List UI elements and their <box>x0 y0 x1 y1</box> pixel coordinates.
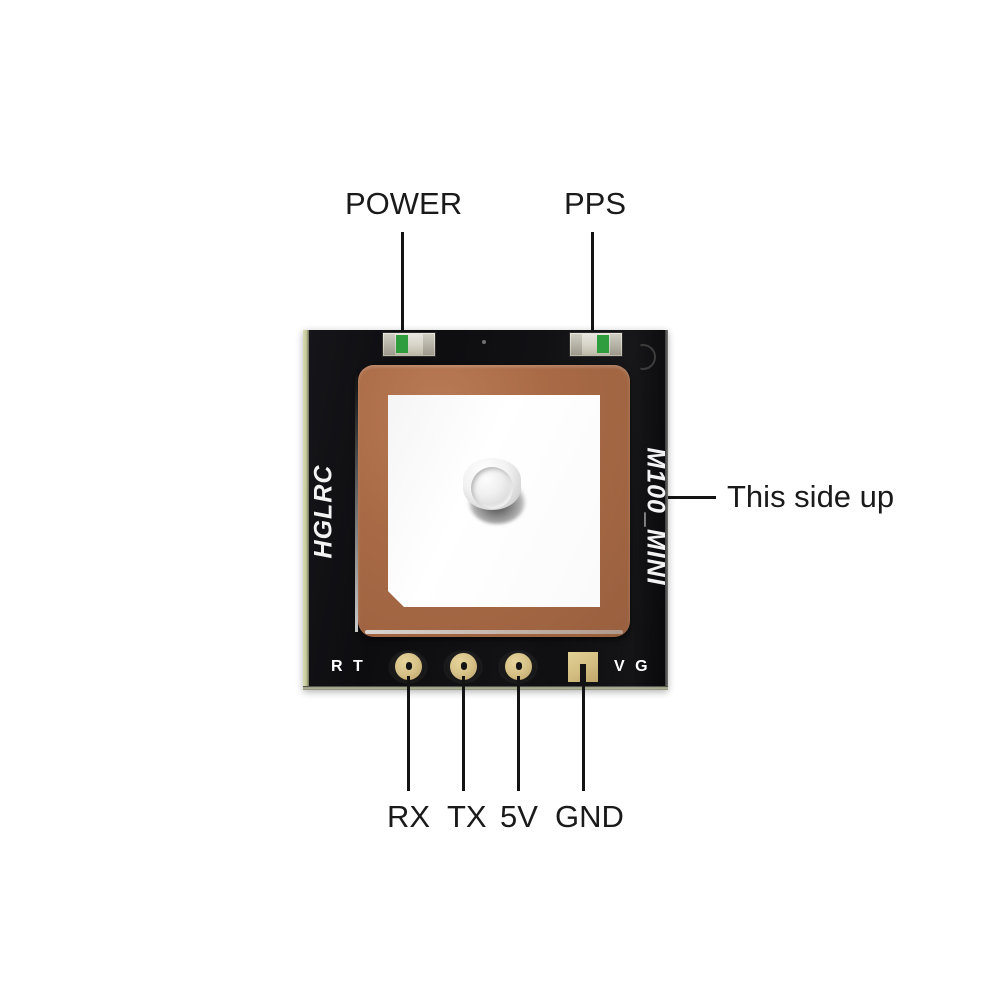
callout-label-pps: PPS <box>564 186 627 221</box>
pps-led <box>569 332 623 357</box>
pcb-via-hole <box>482 340 486 344</box>
callout-label-5v: 5V <box>500 799 538 834</box>
led-green-die <box>597 335 609 353</box>
callout-label-rx: RX <box>387 799 431 834</box>
leader-line-rx <box>407 676 410 791</box>
led-terminal-left <box>384 334 395 355</box>
led-terminal-right <box>610 334 621 355</box>
leader-line-5v <box>517 676 520 791</box>
callout-label-this-side-up: This side up <box>727 479 895 514</box>
callout-label-power: POWER <box>345 186 463 221</box>
leader-line-gnd <box>582 676 585 791</box>
callout-label-gnd: GND <box>555 799 624 834</box>
power-led <box>382 332 436 357</box>
feed-pin-bore <box>471 467 513 509</box>
callout-label-tx: TX <box>447 799 487 834</box>
antenna-bottom-rim <box>365 630 623 634</box>
antenna-feed-pin <box>463 458 526 524</box>
led-terminal-left <box>571 334 582 355</box>
gps-module-board: HGLRC M100_MINI R T V G <box>303 330 670 690</box>
leader-line-power <box>401 232 404 344</box>
pcb-left-edge <box>303 330 309 690</box>
solder-pad-rx <box>395 653 422 680</box>
leader-line-pps <box>591 232 594 344</box>
antenna-left-rim <box>355 372 358 632</box>
silkscreen-arc-marking <box>640 344 656 370</box>
led-green-die <box>396 335 408 353</box>
solder-pad-row: R T V G <box>303 646 668 690</box>
silkscreen-brand: HGLRC <box>309 464 338 559</box>
leader-line-tx <box>462 676 465 791</box>
led-terminal-right <box>423 334 434 355</box>
solder-pad-tx <box>450 653 477 680</box>
pcb-bottom-edge <box>303 686 668 690</box>
solder-pad-5v <box>505 653 532 680</box>
silkscreen-model: M100_MINI <box>641 447 670 586</box>
silkscreen-pins-left: R T <box>331 658 366 675</box>
silkscreen-pins-right: V G <box>614 658 651 675</box>
pcb-right-edge <box>665 330 668 690</box>
